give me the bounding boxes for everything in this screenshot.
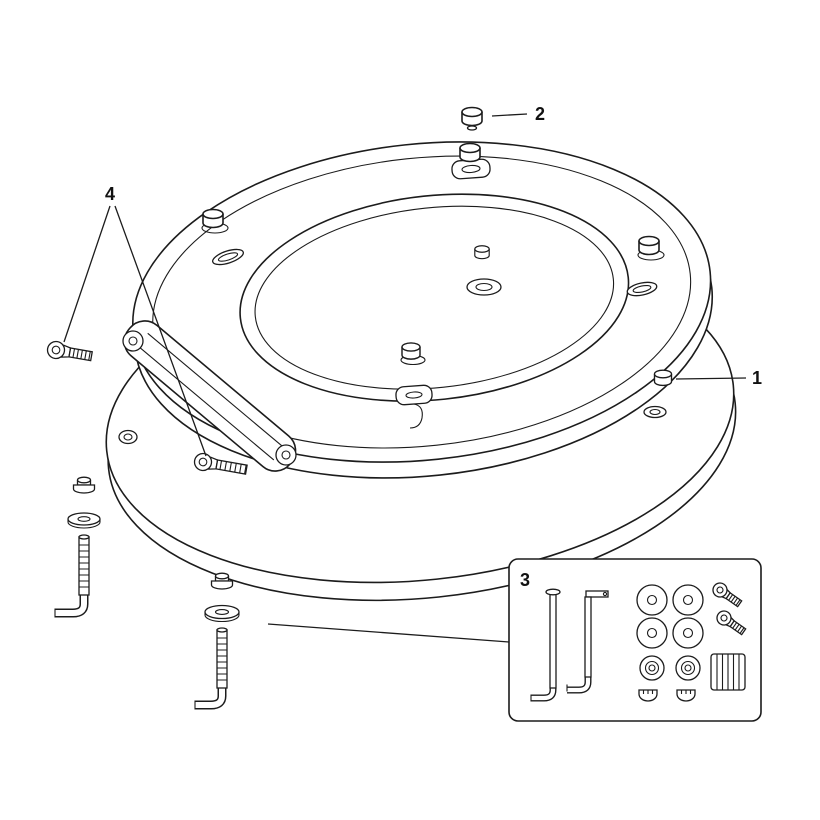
center-boss (466, 278, 502, 296)
washer (67, 512, 101, 529)
seat-ring-hole-left (118, 429, 138, 445)
seat-ring-hole-right (643, 405, 667, 419)
kit-thumb-nut-1 (638, 689, 658, 702)
washer (204, 604, 240, 623)
hook-bolt (54, 534, 90, 618)
bumper-middle (400, 342, 426, 366)
hinge-screw-right (193, 452, 248, 475)
lid-slot-right (626, 281, 658, 297)
kit-screw-2 (716, 610, 747, 636)
hinge-pin-right (275, 444, 297, 466)
hook-bolt (194, 627, 228, 710)
bumper-seat (653, 369, 673, 387)
lower-bumper-mount (395, 384, 433, 429)
hinge-screw-left (46, 340, 93, 362)
bumper-top (459, 142, 481, 163)
kit-screw-1 (712, 582, 743, 608)
hinge-pin-left (122, 330, 144, 352)
fixing-stack-left (54, 476, 101, 618)
kit-hook-bolt-2 (566, 590, 609, 694)
callout-1-label: 1 (752, 368, 762, 388)
seat-lid (132, 141, 714, 479)
cap-nut (72, 476, 96, 494)
fittings-kit-box (508, 558, 762, 722)
leader-line-2 (491, 113, 528, 117)
lid-recess-inner (254, 205, 615, 390)
hinge-bar (122, 320, 297, 472)
leader-line-4a (63, 205, 111, 343)
bumper-upper-left (201, 208, 229, 234)
bumper-right (637, 235, 665, 261)
bumper-center-cap (474, 245, 490, 260)
kit-washers (636, 584, 704, 649)
callout-4-label: 4 (105, 184, 115, 204)
callout-3-label: 3 (520, 570, 530, 590)
cap-nut (210, 572, 234, 590)
leader-line-3 (267, 623, 510, 643)
kit-grommets (639, 655, 701, 681)
latch-hook (409, 403, 423, 429)
fixing-stack-right (194, 572, 240, 710)
bumper-detached (461, 106, 483, 131)
callout-2-label: 2 (535, 104, 545, 124)
lid-slot-left (212, 248, 244, 266)
leader-line-1 (675, 377, 747, 380)
kit-thumb-nut-2 (676, 689, 696, 702)
leader-line-4b (114, 205, 207, 457)
top-bumper-mount (451, 158, 491, 180)
kit-hook-bolt-1 (530, 588, 561, 702)
lid-recess-outer (239, 193, 630, 402)
kit-ribbed-plug (710, 653, 746, 691)
